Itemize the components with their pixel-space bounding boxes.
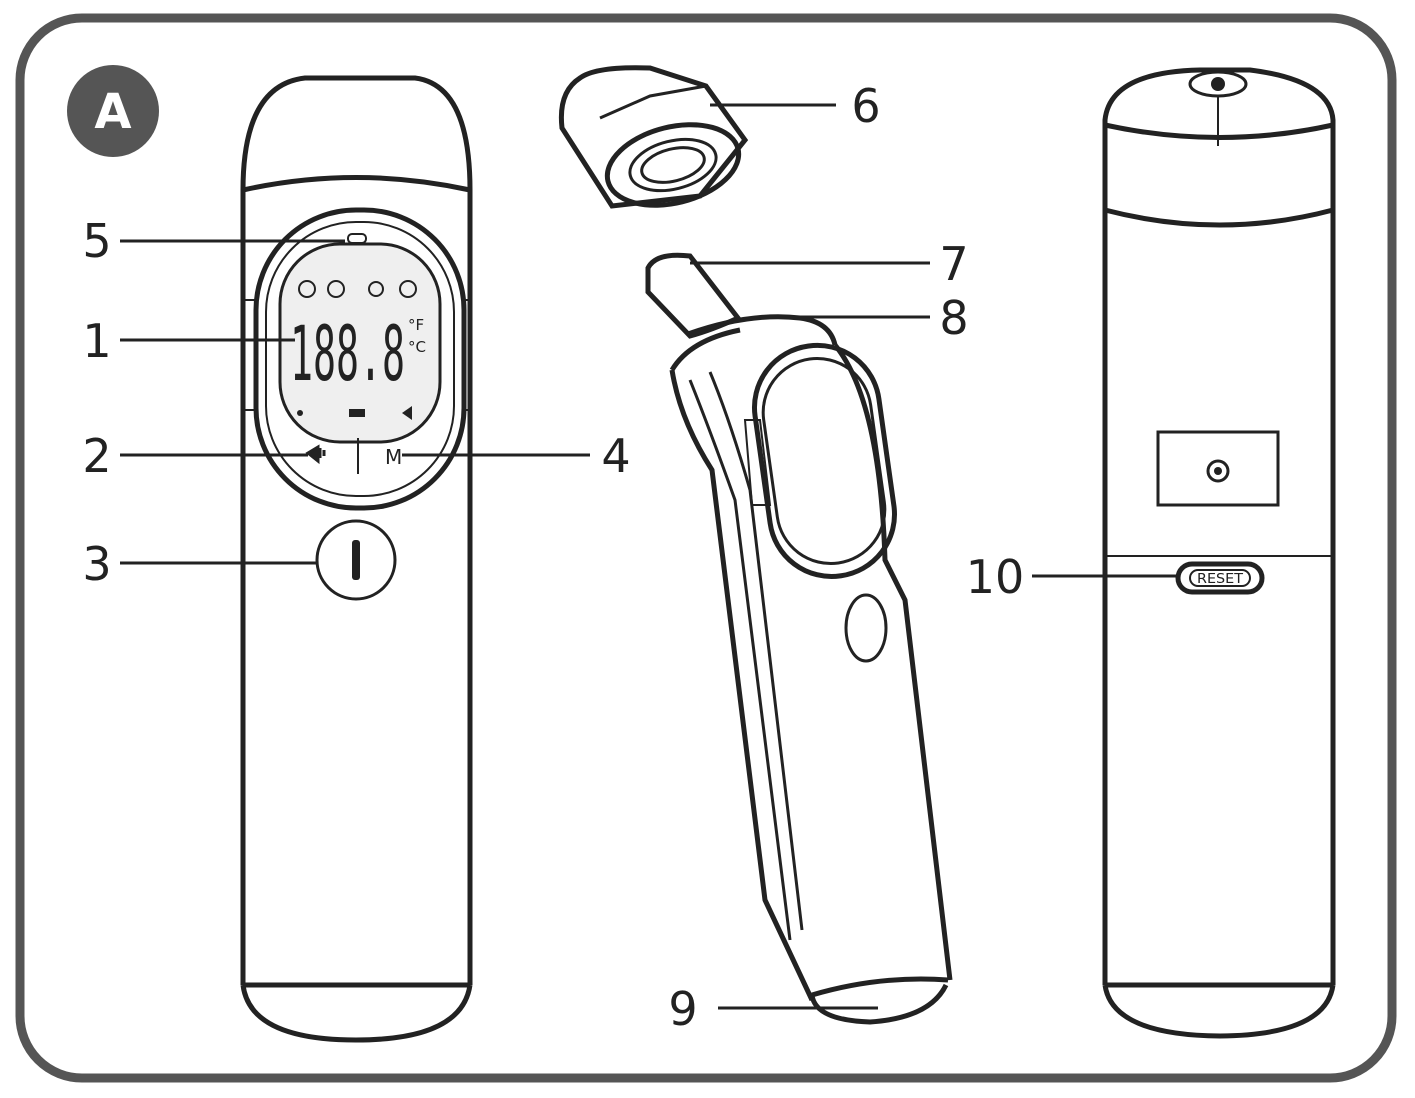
panel-badge: A bbox=[67, 65, 159, 157]
forehead-mode-icon bbox=[298, 280, 316, 298]
callout-7: 7 bbox=[939, 237, 968, 291]
temperature-reading: 188.8 bbox=[290, 309, 405, 398]
unit-fahrenheit: °F bbox=[408, 316, 424, 334]
reset-button[interactable]: RESET bbox=[1175, 561, 1265, 595]
svg-text:A: A bbox=[94, 84, 131, 140]
rear-sensor-window bbox=[1156, 430, 1280, 507]
side-power-button[interactable] bbox=[844, 593, 888, 663]
callout-3: 3 bbox=[82, 537, 111, 591]
room-mode-icon bbox=[399, 280, 417, 298]
callout-8: 8 bbox=[939, 291, 968, 345]
battery-icon bbox=[349, 409, 365, 417]
side-view-thermometer bbox=[558, 65, 953, 1025]
callout-2: 2 bbox=[82, 429, 111, 483]
indicator-light bbox=[347, 233, 367, 244]
svg-text:RESET: RESET bbox=[1197, 572, 1243, 587]
callout-5: 5 bbox=[82, 214, 111, 268]
callout-6: 6 bbox=[851, 79, 880, 133]
ear-mode-icon bbox=[327, 280, 345, 298]
sound-button-icon[interactable] bbox=[305, 444, 326, 465]
speaker-icon bbox=[402, 406, 412, 420]
unit-celsius: °C bbox=[408, 338, 426, 356]
callout-4: 4 bbox=[601, 429, 630, 483]
callout-9: 9 bbox=[668, 982, 697, 1036]
fever-alarm-icon bbox=[297, 410, 303, 416]
object-mode-icon bbox=[368, 281, 384, 297]
probe-cover bbox=[558, 65, 749, 209]
side-display bbox=[743, 342, 898, 579]
callout-leaders bbox=[120, 103, 1178, 1010]
power-button[interactable] bbox=[315, 519, 397, 601]
mode-button[interactable]: M bbox=[385, 445, 402, 469]
callout-10: 10 bbox=[966, 550, 1025, 604]
display-screen: 188.8 °F °C M bbox=[243, 207, 471, 511]
figure-frame bbox=[15, 13, 1397, 1083]
callout-numbers: 5 1 2 3 4 6 7 8 9 10 bbox=[82, 79, 1024, 1036]
callout-1: 1 bbox=[82, 314, 111, 368]
rear-view-thermometer: RESET bbox=[1102, 67, 1336, 1039]
front-view-thermometer: 188.8 °F °C M bbox=[240, 75, 473, 1043]
